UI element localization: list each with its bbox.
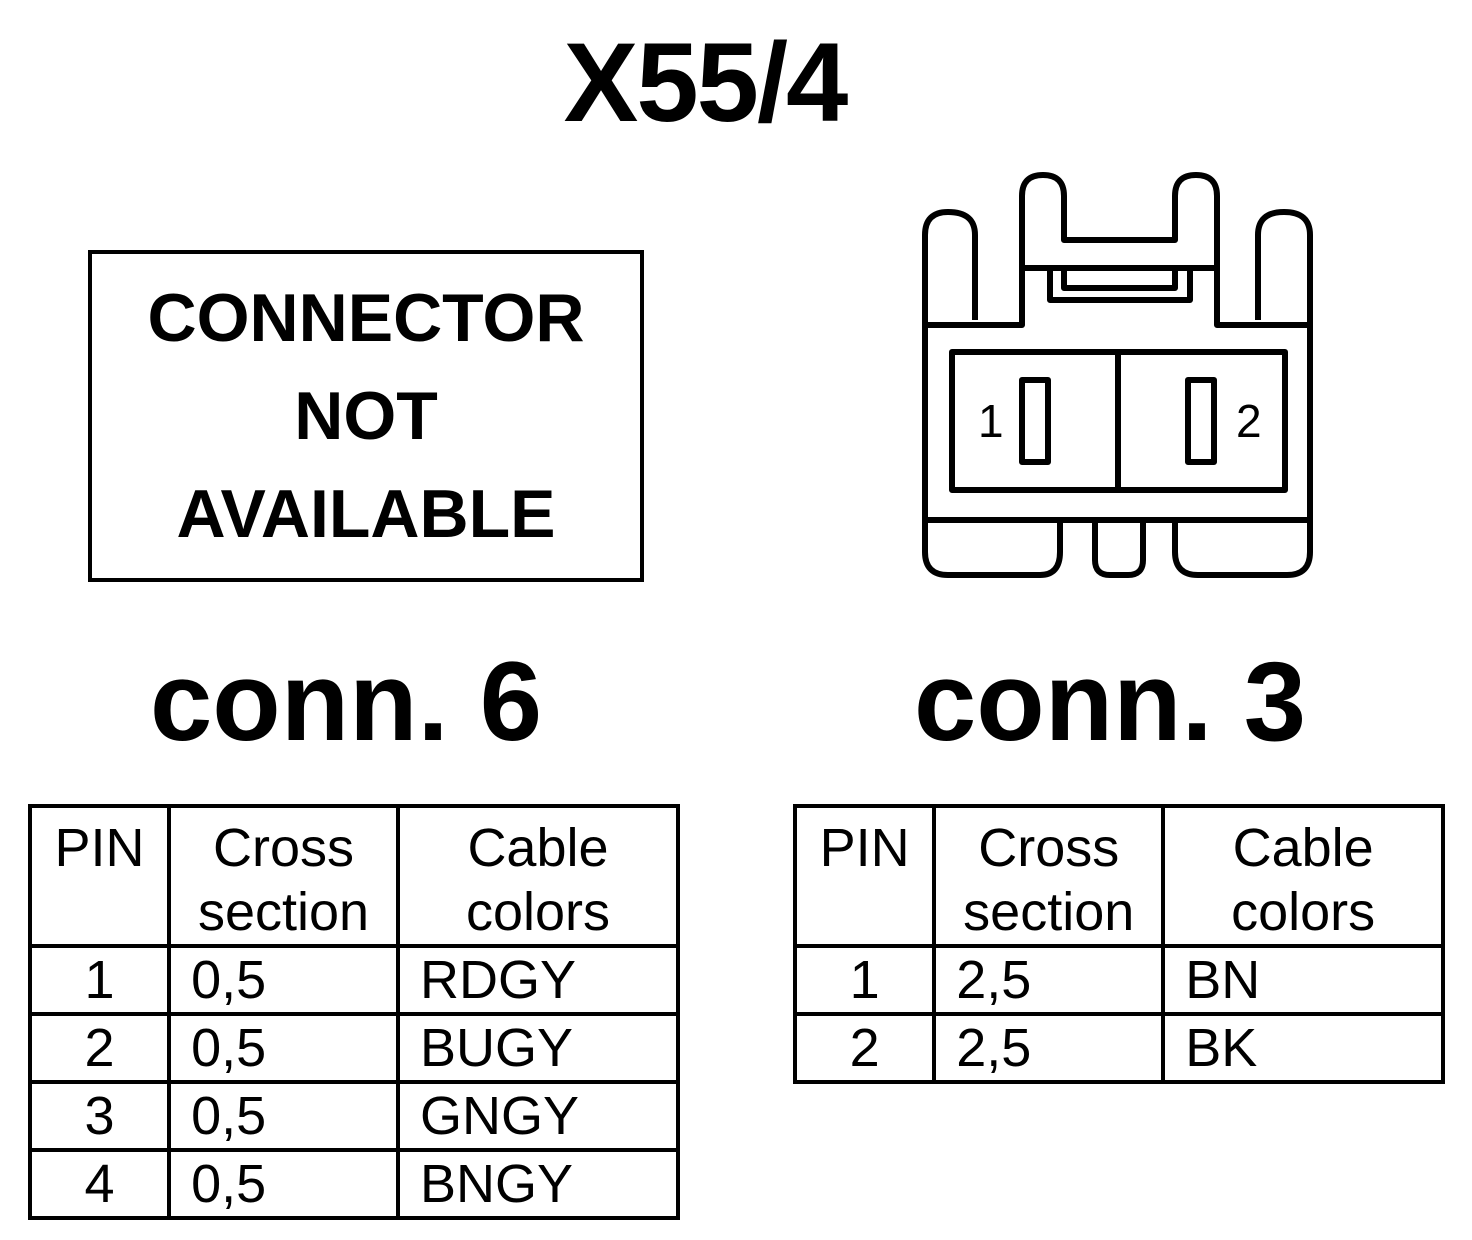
pin-cell: 2 bbox=[792, 1012, 937, 1084]
color-header-line2: colors bbox=[465, 882, 610, 942]
body-top bbox=[925, 262, 1310, 328]
latch-slot bbox=[1047, 268, 1193, 303]
cable-color-cell: GNGY bbox=[395, 1080, 681, 1152]
pin-cell: 1 bbox=[27, 944, 172, 1016]
pin-cell: 4 bbox=[27, 1148, 172, 1220]
pin-1-label: 1 bbox=[978, 395, 1004, 447]
not-available-line3: AVAILABLE bbox=[176, 476, 556, 552]
pin-1-terminal bbox=[1019, 377, 1051, 465]
color-header-line2: colors bbox=[1231, 882, 1376, 942]
color-header-line1: Cable bbox=[467, 818, 609, 878]
cable-colors-header: Cable colors bbox=[1161, 804, 1445, 948]
cross-section-cell: 0,5 bbox=[167, 1080, 400, 1152]
cable-color-cell: BK bbox=[1161, 1012, 1445, 1084]
connector-id-title: X55/4 bbox=[563, 20, 849, 145]
pin-2-terminal bbox=[1185, 377, 1217, 465]
latch-slot-inner bbox=[1061, 268, 1178, 291]
conn-3-title: conn. 3 bbox=[914, 639, 1307, 764]
table-row: 4 0,5 BNGY bbox=[27, 1148, 681, 1220]
cross-section-cell: 2,5 bbox=[932, 944, 1166, 1016]
cable-colors-header: Cable colors bbox=[395, 804, 681, 948]
cross-section-header: Cross section bbox=[932, 804, 1166, 948]
right-foot bbox=[1172, 520, 1313, 578]
table-row: 1 2,5 BN bbox=[792, 944, 1445, 1016]
pin-header: PIN bbox=[792, 804, 937, 948]
cross-header-line2: section bbox=[963, 882, 1135, 942]
cross-section-cell: 0,5 bbox=[167, 1148, 400, 1220]
cross-header-line1: Cross bbox=[978, 818, 1120, 878]
cross-section-header: Cross section bbox=[167, 804, 400, 948]
right-side-post bbox=[1255, 209, 1313, 320]
cable-color-cell: BNGY bbox=[395, 1148, 681, 1220]
cross-header-line1: Cross bbox=[213, 818, 355, 878]
table-header-row: PIN Cross section Cable colors bbox=[792, 804, 1445, 948]
pin-cell: 2 bbox=[27, 1012, 172, 1084]
cross-section-cell: 0,5 bbox=[167, 944, 400, 1016]
locking-tab bbox=[1019, 172, 1220, 262]
center-foot bbox=[1092, 520, 1146, 578]
connector-face-drawing: 1 2 bbox=[922, 172, 1313, 578]
cross-header-line2: section bbox=[197, 882, 370, 942]
left-side-post bbox=[922, 209, 978, 320]
conn-6-title: conn. 6 bbox=[150, 639, 543, 764]
pin-cell: 1 bbox=[792, 944, 937, 1016]
pin-2-label: 2 bbox=[1236, 395, 1262, 447]
table-row: 2 0,5 BUGY bbox=[27, 1012, 681, 1084]
cross-section-cell: 2,5 bbox=[932, 1012, 1166, 1084]
color-header-line1: Cable bbox=[1232, 818, 1374, 878]
table-row: 3 0,5 GNGY bbox=[27, 1080, 681, 1152]
connector-not-available-box: CONNECTOR NOT AVAILABLE bbox=[88, 250, 644, 582]
table-row: 2 2,5 BK bbox=[792, 1012, 1445, 1084]
conn-6-pin-table: PIN Cross section Cable colors 1 0,5 RDG… bbox=[27, 804, 681, 1220]
not-available-line1: CONNECTOR bbox=[147, 280, 585, 356]
not-available-line2: NOT bbox=[294, 378, 438, 454]
left-foot bbox=[922, 520, 1063, 578]
cross-section-cell: 0,5 bbox=[167, 1012, 400, 1084]
table-row: 1 0,5 RDGY bbox=[27, 944, 681, 1016]
cable-color-cell: BUGY bbox=[395, 1012, 681, 1084]
cable-color-cell: BN bbox=[1161, 944, 1445, 1016]
cable-color-cell: RDGY bbox=[395, 944, 681, 1016]
pin-header: PIN bbox=[27, 804, 172, 948]
pin-cell: 3 bbox=[27, 1080, 172, 1152]
conn-3-pin-table: PIN Cross section Cable colors 1 2,5 BN … bbox=[792, 804, 1445, 1084]
table-header-row: PIN Cross section Cable colors bbox=[27, 804, 681, 948]
